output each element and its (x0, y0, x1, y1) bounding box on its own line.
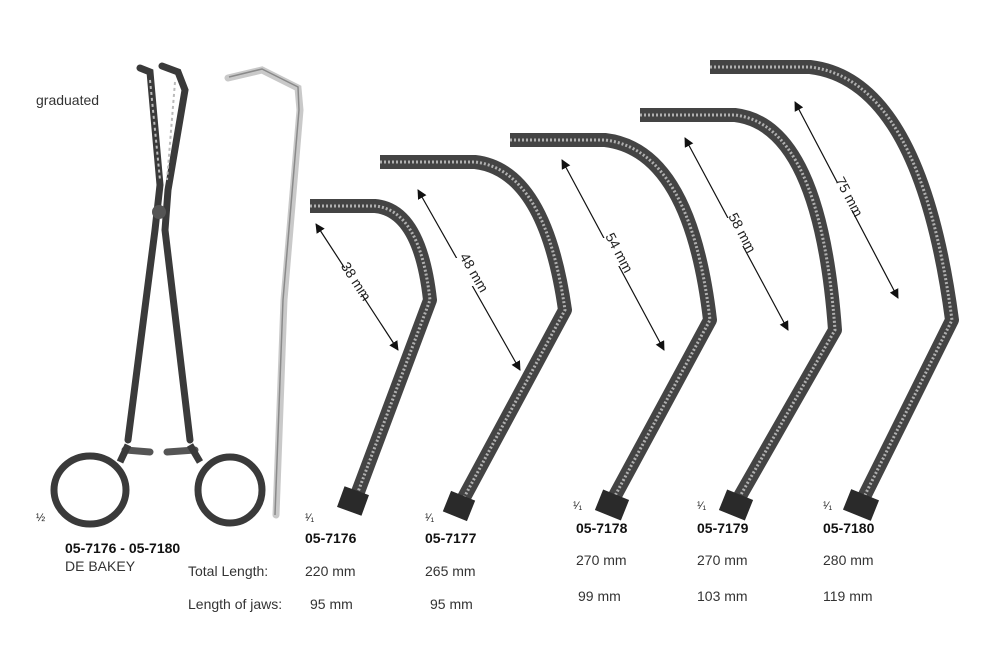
scale-05-7178: ¹⁄₁ (573, 500, 583, 512)
scale-05-7180: ¹⁄₁ (823, 500, 833, 512)
forceps-illustration (50, 62, 266, 528)
total-length-label: Total Length: (188, 563, 269, 579)
code-05-7179: 05-7179 (697, 520, 749, 536)
jaw-05-7180 (710, 60, 959, 521)
total-length-05-7180: 280 mm (823, 552, 874, 568)
graduated-label: graduated (36, 92, 100, 108)
dimension-05-7180: 75 mm (794, 101, 899, 299)
jaw-length-05-7179: 103 mm (697, 588, 748, 604)
total-length-05-7179: 270 mm (697, 552, 748, 568)
scale-05-7177: ¹⁄₁ (425, 512, 435, 524)
jaw-length-05-7178: 99 mm (578, 588, 621, 604)
scale-05-7176: ¹⁄₁ (305, 512, 315, 524)
forceps-scale: ½ (36, 512, 46, 524)
dimension-05-7176: 38 mm (315, 223, 399, 351)
code-05-7176: 05-7176 (305, 530, 357, 546)
jaw-length-05-7176: 95 mm (310, 596, 353, 612)
scale-05-7179: ¹⁄₁ (697, 500, 707, 512)
dimension-05-7178: 54 mm (561, 159, 665, 351)
total-length-05-7176: 220 mm (305, 563, 356, 579)
forceps-side-view (224, 66, 304, 519)
code-05-7178: 05-7178 (576, 520, 628, 536)
total-length-05-7178: 270 mm (576, 552, 627, 568)
range-code: 05-7176 - 05-7180 (65, 540, 181, 556)
total-length-05-7177: 265 mm (425, 563, 476, 579)
jaw-05-7176 (310, 199, 437, 516)
jaw-length-05-7180: 119 mm (823, 588, 873, 604)
jaw-length-05-7177: 95 mm (430, 596, 473, 612)
jaw-05-7178 (510, 133, 717, 521)
jaw-length-label: Length of jaws: (188, 596, 283, 612)
code-05-7177: 05-7177 (425, 530, 477, 546)
product-name: DE BAKEY (65, 558, 136, 574)
code-05-7180: 05-7180 (823, 520, 875, 536)
